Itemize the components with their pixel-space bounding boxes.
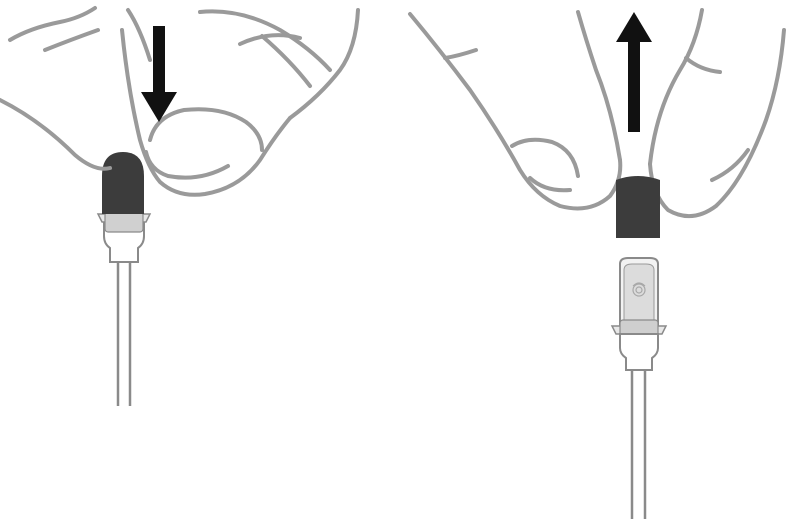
hand-right — [408, 8, 786, 218]
sensor-cable-left — [116, 261, 132, 406]
hand-left — [0, 6, 360, 197]
sensor-tip-right — [610, 257, 668, 371]
sensor-tip-left — [96, 211, 152, 263]
up-arrow-icon — [616, 12, 652, 132]
panel-left — [0, 6, 360, 406]
cap-left — [102, 152, 144, 214]
down-arrow-icon — [141, 26, 177, 122]
panel-right — [408, 8, 786, 519]
cap-right — [616, 180, 660, 238]
sensor-cable-right — [630, 369, 647, 519]
fingerprint-icon — [632, 282, 646, 297]
